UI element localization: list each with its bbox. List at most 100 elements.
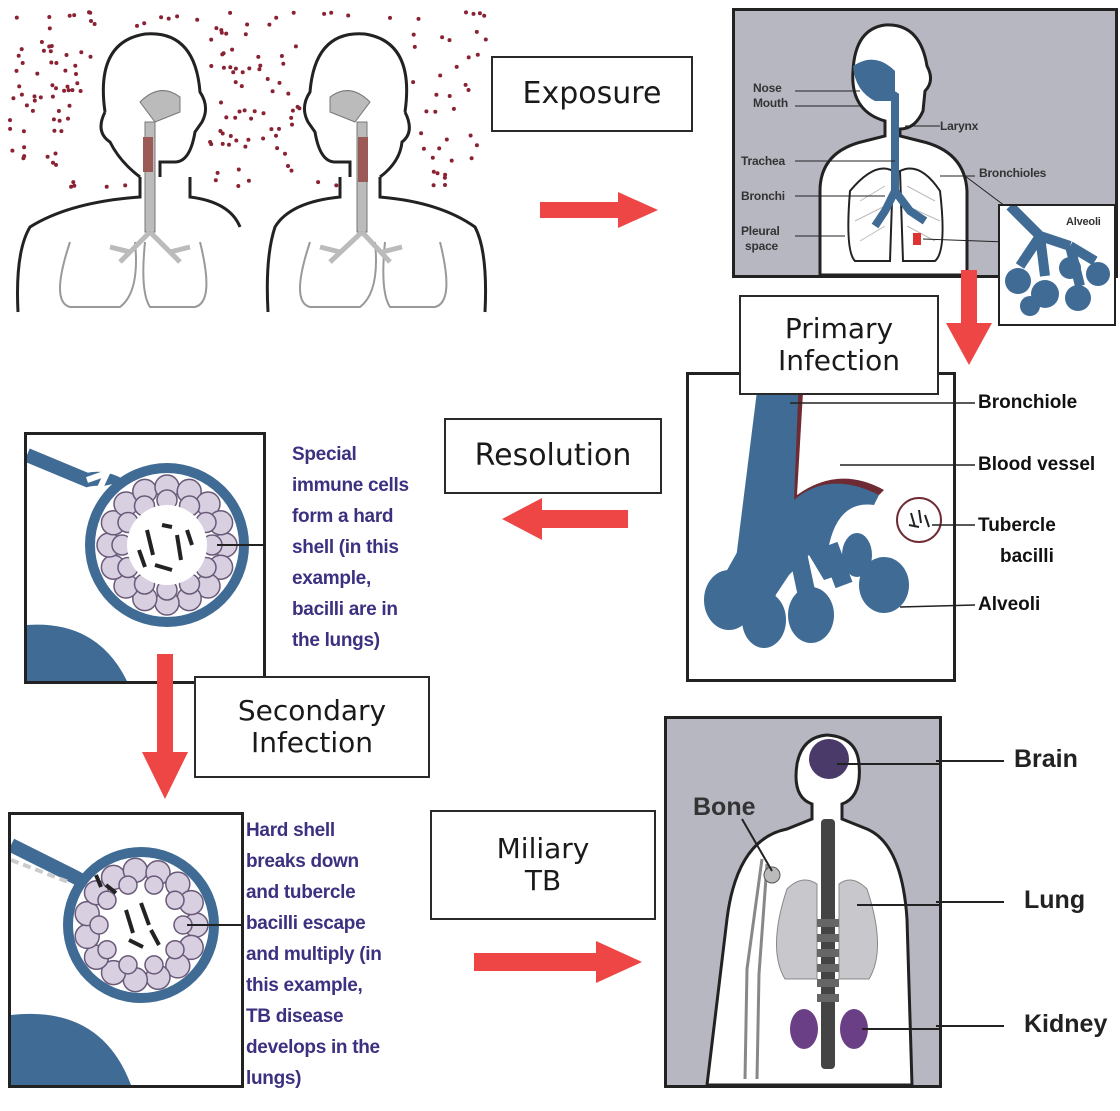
particle — [62, 89, 66, 93]
resolution-line-4: shell (in this — [292, 533, 452, 564]
particle — [21, 61, 25, 65]
resolution-panel — [24, 432, 266, 684]
particle — [209, 64, 213, 68]
particle — [220, 31, 224, 35]
particle — [246, 138, 250, 142]
particle — [54, 61, 58, 65]
label-trachea: Trachea — [741, 154, 785, 168]
particle — [71, 180, 75, 184]
particle — [47, 15, 51, 19]
particle — [219, 101, 223, 105]
label-mouth: Mouth — [753, 96, 788, 110]
particle — [296, 105, 300, 109]
secondary-line-6: this example, — [246, 971, 416, 1002]
particle — [434, 93, 438, 97]
particle — [74, 72, 78, 76]
secondary-line-5: and multiply (in — [246, 940, 416, 971]
particle — [417, 17, 421, 21]
particle — [266, 77, 270, 81]
particle — [167, 17, 171, 21]
particle — [67, 88, 71, 92]
particle — [440, 35, 444, 39]
particle — [419, 131, 423, 135]
particle — [17, 84, 21, 88]
particle — [234, 67, 238, 71]
particle — [227, 143, 231, 147]
person-right — [267, 34, 485, 312]
particle — [243, 108, 247, 112]
particle — [245, 23, 249, 27]
particle — [51, 161, 55, 165]
particle — [249, 117, 253, 121]
label-space: space — [745, 239, 778, 253]
particle — [237, 168, 241, 172]
particle — [256, 55, 260, 59]
particle — [322, 12, 326, 16]
particle — [388, 16, 392, 20]
particle — [455, 65, 459, 69]
particle — [222, 66, 226, 70]
stage-exposure: Exposure — [491, 56, 693, 132]
particle — [93, 22, 97, 26]
immune-cell — [145, 956, 163, 974]
secondary-line-2: breaks down — [246, 847, 416, 878]
secondary-line-9: lungs) — [246, 1064, 416, 1095]
particle — [316, 180, 320, 184]
particle — [464, 83, 468, 87]
particle — [346, 14, 350, 18]
primary-leader-lines — [780, 395, 980, 615]
immune-cell — [145, 876, 163, 894]
particle — [476, 53, 480, 57]
particle — [175, 14, 179, 18]
particle — [294, 44, 298, 48]
stage-primary-infection: Primary Infection — [739, 295, 939, 395]
particle — [21, 156, 25, 160]
particle — [437, 146, 441, 150]
particle — [214, 26, 218, 30]
secondary-infection-panel — [8, 812, 244, 1088]
particle — [432, 183, 436, 187]
stage-exposure-label: Exposure — [523, 77, 662, 112]
particle — [63, 69, 67, 73]
particle — [31, 109, 35, 113]
particle — [236, 184, 240, 188]
particle — [221, 142, 225, 146]
resolution-line-3: form a hard — [292, 502, 452, 533]
particle — [475, 143, 479, 147]
particle — [229, 134, 233, 138]
particle — [438, 74, 442, 78]
particle — [433, 110, 437, 114]
secondary-description: Hard shell breaks down and tubercle baci… — [246, 816, 416, 1095]
arrow-down-2 — [140, 654, 190, 804]
immune-cell — [119, 876, 137, 894]
particle — [52, 129, 56, 133]
label-pleural: Pleural — [741, 224, 780, 238]
particle — [51, 95, 55, 99]
label-larynx: Larynx — [940, 119, 978, 133]
label-alveoli-inset: Alveoli — [1066, 216, 1101, 228]
particle — [448, 38, 452, 42]
particle — [20, 47, 24, 51]
particle — [70, 88, 74, 92]
particle — [436, 171, 440, 175]
particle — [482, 14, 486, 18]
person-left-airway — [110, 91, 190, 262]
miliary-tb-panel: Bone — [664, 716, 942, 1088]
particle — [58, 119, 62, 123]
resolution-line-7: the lungs) — [292, 626, 452, 657]
label-kidney: Kidney — [1024, 1010, 1107, 1039]
resolution-line-6: bacilli are in — [292, 595, 452, 626]
particle — [88, 11, 92, 15]
particle — [20, 93, 24, 97]
particle — [17, 54, 21, 58]
particle — [46, 155, 50, 159]
particle — [413, 45, 417, 49]
particle — [39, 95, 43, 99]
particle — [72, 184, 76, 188]
particle — [262, 111, 266, 115]
arrow-right-2 — [474, 940, 644, 984]
person-left — [18, 34, 241, 312]
particle — [66, 117, 70, 121]
particle — [269, 127, 273, 131]
particle — [283, 152, 287, 156]
